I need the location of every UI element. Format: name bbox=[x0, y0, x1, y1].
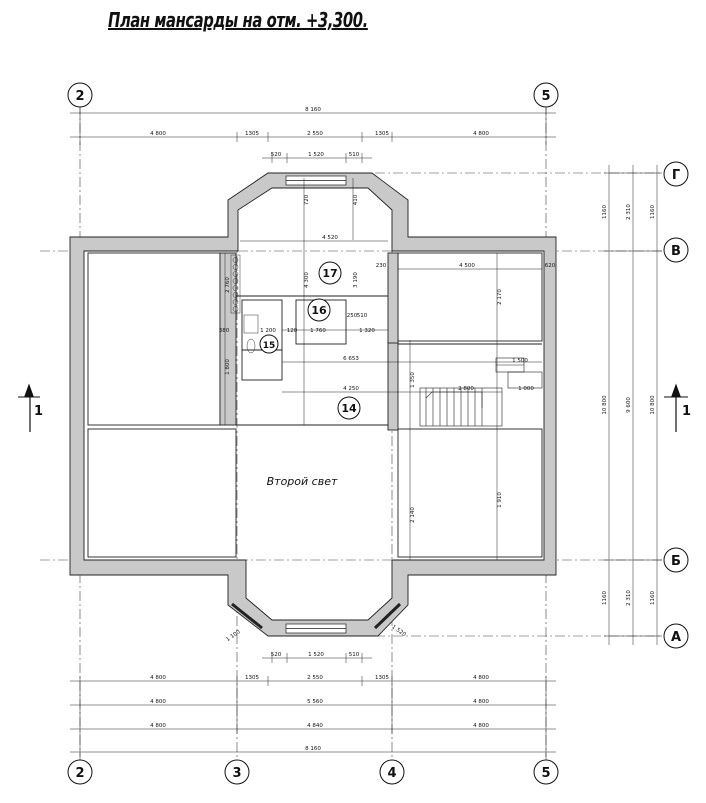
dim-bay-top-2: 1 520 bbox=[308, 152, 324, 158]
axis-label-g: Г bbox=[672, 168, 680, 183]
dim-inner-1520: 1 520 bbox=[390, 624, 407, 638]
dim-right-col1-1: 1160 bbox=[602, 205, 608, 219]
axis-bubbles bbox=[67, 82, 689, 785]
axis-label-3-bottom: 3 bbox=[232, 766, 241, 781]
axis-label-2-bottom: 2 bbox=[75, 766, 84, 781]
dim-bottom-row1-2: 1305 bbox=[245, 675, 259, 681]
duct-column bbox=[230, 254, 259, 354]
dim-bottom-row1-1: 4 800 bbox=[150, 675, 166, 681]
dim-inner-1760: 1 760 bbox=[310, 328, 326, 334]
room-number-16: 16 bbox=[311, 304, 327, 317]
dim-inner-120: 120 bbox=[287, 328, 298, 334]
dim-inner-1320: 1 320 bbox=[359, 328, 375, 334]
bottom-dimension-lines bbox=[70, 653, 556, 757]
inner-dimension-lines bbox=[224, 178, 542, 560]
dim-inner-1800: 1 800 bbox=[225, 359, 231, 375]
dim-inner-720: 720 bbox=[304, 194, 310, 205]
dim-inner-1350: 1 350 bbox=[410, 372, 416, 388]
dim-inner-230: 230 bbox=[376, 263, 387, 269]
dim-top-chain-3: 2 550 bbox=[307, 131, 323, 137]
axis-grid-lines bbox=[40, 105, 662, 765]
dim-inner-1500: 1 500 bbox=[512, 358, 528, 364]
dim-top-chain-4: 1305 bbox=[375, 131, 389, 137]
section-markers bbox=[18, 383, 688, 432]
dim-bay-bottom-3: 510 bbox=[349, 652, 360, 658]
dim-bottom-row3-1: 4 800 bbox=[150, 723, 166, 729]
dim-inner-1100: 1 100 bbox=[225, 629, 242, 643]
dim-bay-top-3: 510 bbox=[349, 152, 360, 158]
staircase bbox=[419, 357, 543, 427]
axis-label-v: В bbox=[671, 244, 681, 259]
room-number-15: 15 bbox=[263, 341, 276, 351]
dim-inner-4500: 4 500 bbox=[459, 263, 475, 269]
dim-top-chain-5: 4 800 bbox=[473, 131, 489, 137]
dim-inner-410: 410 bbox=[353, 194, 359, 205]
axis-label-5-top: 5 bbox=[541, 89, 550, 104]
dim-inner-380: 380 bbox=[219, 328, 230, 334]
dim-inner-2800: 2 800 bbox=[458, 386, 474, 392]
dim-bottom-row3-2: 4 840 bbox=[307, 723, 323, 729]
top-dimension-lines bbox=[70, 108, 556, 163]
axis-label-a: А bbox=[671, 630, 681, 645]
dim-bay-bottom-2: 1 520 bbox=[308, 652, 324, 658]
dim-inner-1000: 1 000 bbox=[518, 386, 534, 392]
outer-walls bbox=[69, 172, 557, 637]
dim-inner-6653: 6 653 bbox=[343, 356, 359, 362]
dim-bottom-row2-2: 5 560 bbox=[307, 699, 323, 705]
dim-inner-2760: 2 760 bbox=[225, 277, 231, 293]
dim-right-col3-3: 1160 bbox=[650, 591, 656, 605]
section-label-left: 1 bbox=[34, 404, 43, 419]
space-label-second-light: Второй свет bbox=[267, 475, 338, 488]
dim-inner-2140: 2 140 bbox=[410, 507, 416, 523]
dim-top-chain-1: 4 800 bbox=[150, 131, 166, 137]
dim-right-col3-2: 10 800 bbox=[650, 395, 656, 415]
dim-inner-3190: 3 190 bbox=[353, 272, 359, 288]
dim-inner-510: 510 bbox=[357, 313, 368, 319]
dim-top-total: 8 160 bbox=[305, 107, 321, 113]
dim-right-col1-2: 10 800 bbox=[602, 395, 608, 415]
room-number-14: 14 bbox=[341, 402, 357, 415]
dim-right-col1-3: 1160 bbox=[602, 591, 608, 605]
inner-walls bbox=[87, 252, 543, 558]
section-label-right: 1 bbox=[682, 404, 691, 419]
dim-inner-1910: 1 910 bbox=[497, 492, 503, 508]
dim-bay-bottom-1: 520 bbox=[271, 652, 282, 658]
dim-bottom-row1-5: 4 800 bbox=[473, 675, 489, 681]
dim-bottom-row2-1: 4 800 bbox=[150, 699, 166, 705]
axis-label-4-bottom: 4 bbox=[387, 766, 396, 781]
dim-inner-1200: 1 200 bbox=[260, 328, 276, 334]
dim-bay-top-1: 520 bbox=[271, 152, 282, 158]
dim-right-col2-1: 2 310 bbox=[626, 204, 632, 220]
dim-inner-4520: 4 520 bbox=[322, 235, 338, 241]
dim-bottom-row1-3: 2 550 bbox=[307, 675, 323, 681]
dim-inner-620: 620 bbox=[545, 263, 556, 269]
dim-bottom-total: 8 160 bbox=[305, 746, 321, 752]
dim-right-col3-1: 1160 bbox=[650, 205, 656, 219]
axis-label-b: Б bbox=[671, 554, 681, 569]
dim-right-col2-3: 2 310 bbox=[626, 590, 632, 606]
room-number-17: 17 bbox=[322, 267, 337, 280]
dim-bottom-row3-3: 4 800 bbox=[473, 723, 489, 729]
dim-inner-250: 250 bbox=[347, 313, 358, 319]
dim-top-chain-2: 1305 bbox=[245, 131, 259, 137]
dim-bottom-row2-3: 4 800 bbox=[473, 699, 489, 705]
right-dimension-lines bbox=[604, 165, 662, 645]
axis-label-5-bottom: 5 bbox=[541, 766, 550, 781]
dim-right-col2-2: 9 600 bbox=[626, 397, 632, 413]
axis-label-2-top: 2 bbox=[75, 89, 84, 104]
page-title: План мансарды на отм. +3,300. bbox=[108, 8, 368, 32]
dim-inner-2170: 2 170 bbox=[497, 289, 503, 305]
room-markers bbox=[259, 261, 361, 420]
dim-inner-4300: 4 300 bbox=[304, 272, 310, 288]
bay-windows bbox=[231, 175, 402, 634]
dim-inner-4250: 4 250 bbox=[343, 386, 359, 392]
dim-bottom-row1-4: 1305 bbox=[375, 675, 389, 681]
